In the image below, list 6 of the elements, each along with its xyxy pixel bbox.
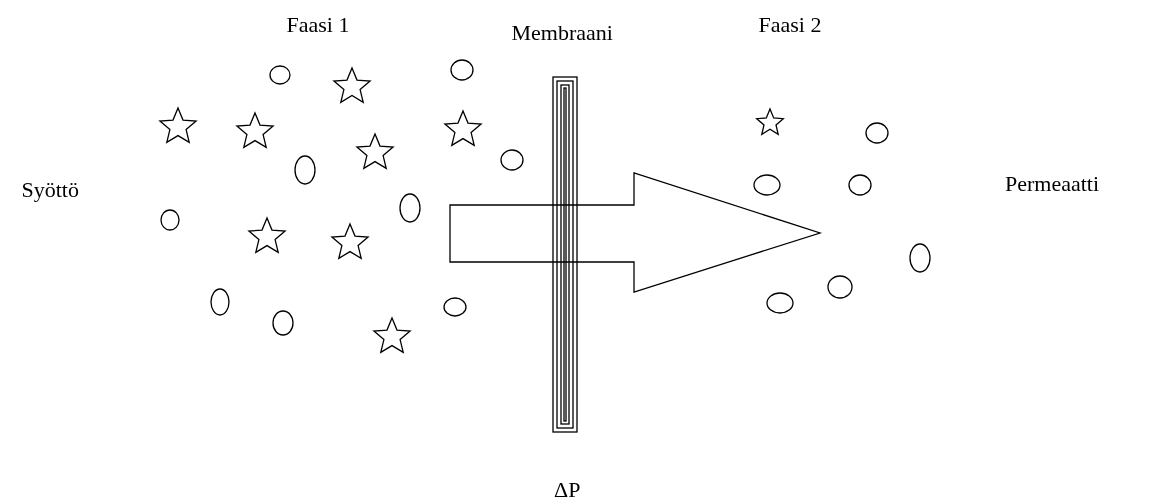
phase-label: Faasi 1 [286, 14, 350, 36]
phase-label: Faasi 2 [758, 14, 822, 36]
membrane-label: Membraani [511, 22, 613, 44]
permeate-label: Permeaatti [1005, 173, 1100, 195]
feed-label: Syöttö [21, 179, 79, 201]
pressure-difference-label: ΔP [554, 479, 581, 501]
